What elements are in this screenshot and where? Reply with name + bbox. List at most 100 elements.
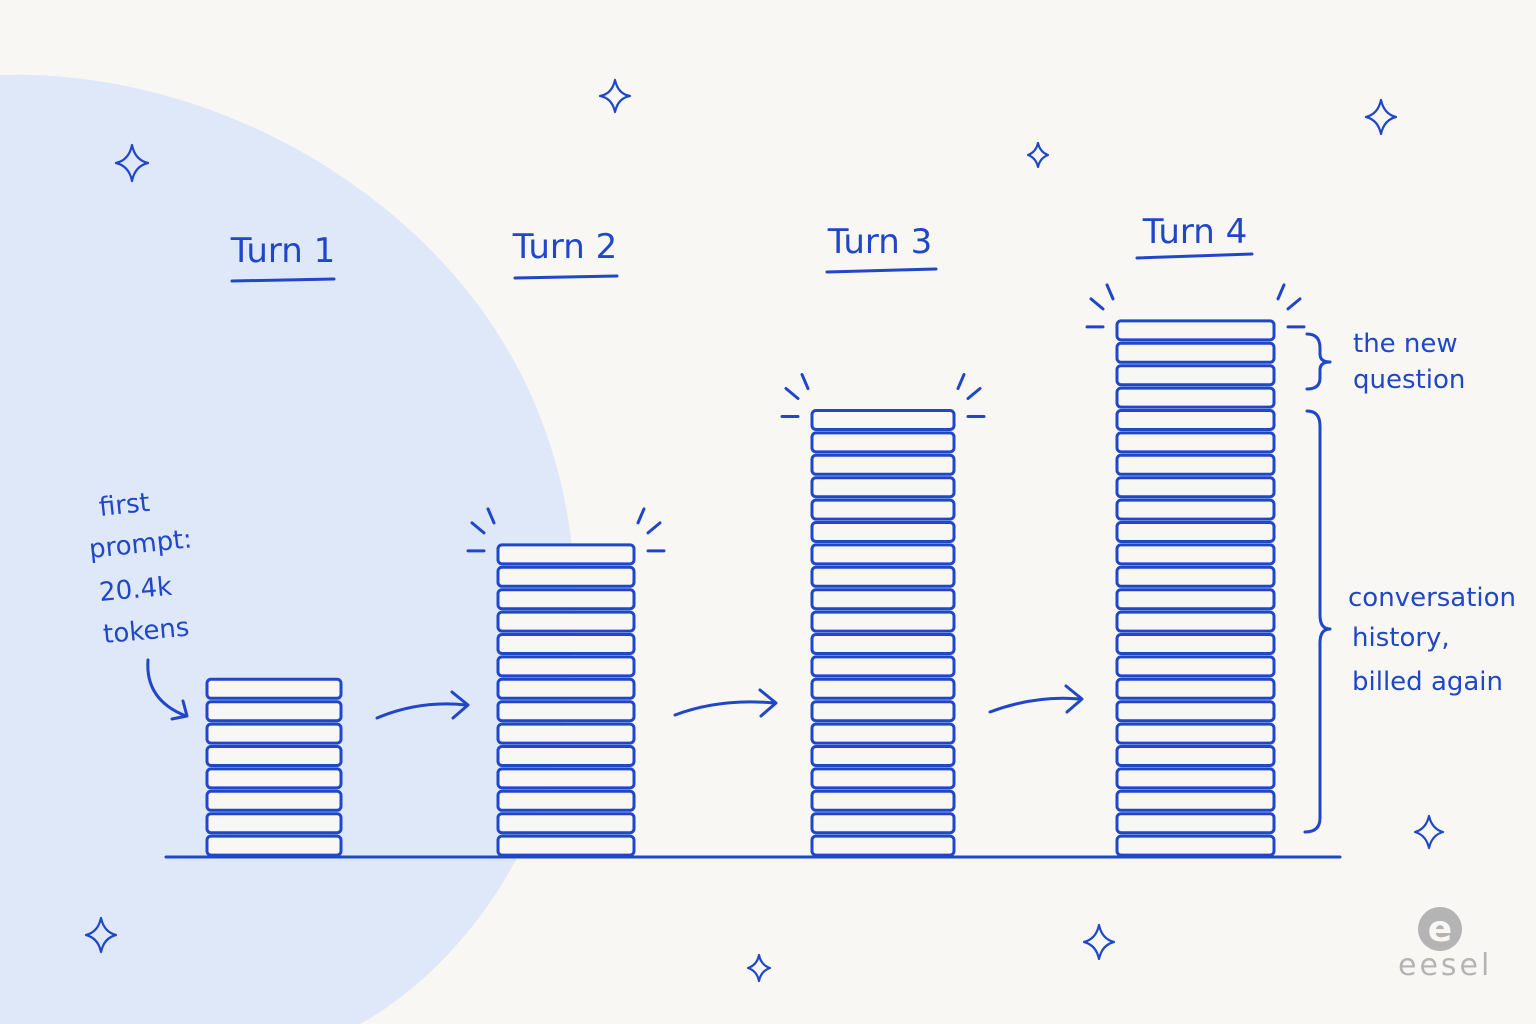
burst-line bbox=[1286, 297, 1302, 311]
token-block bbox=[496, 565, 636, 588]
token-block bbox=[810, 789, 956, 812]
token-block bbox=[205, 812, 343, 835]
token-block bbox=[205, 722, 343, 745]
burst-lines-icon bbox=[1085, 283, 1306, 329]
token-block bbox=[1115, 431, 1276, 454]
first-prompt-annotation: first prompt: 20.4k tokens bbox=[88, 488, 193, 721]
burst-line bbox=[966, 387, 982, 400]
sparkle-icon bbox=[84, 916, 118, 954]
first-prompt-line-4: tokens bbox=[102, 613, 191, 650]
turn-labels: Turn 1 Turn 2 Turn 3 Turn 4 bbox=[230, 212, 1254, 283]
sparkle-icon bbox=[746, 953, 772, 983]
token-block bbox=[1115, 409, 1276, 431]
new-question-line-1: the new bbox=[1353, 329, 1458, 359]
turn-2-label: Turn 2 bbox=[512, 227, 618, 267]
token-block bbox=[810, 834, 956, 857]
token-block bbox=[205, 677, 343, 700]
token-block bbox=[1115, 565, 1276, 588]
burst-line bbox=[1105, 283, 1115, 301]
turn-4-underline bbox=[1135, 252, 1254, 260]
token-block bbox=[496, 677, 636, 700]
token-block bbox=[810, 565, 956, 588]
token-block bbox=[205, 700, 343, 723]
sparkle-icon bbox=[598, 78, 632, 114]
sparkle-icon bbox=[1026, 141, 1050, 169]
token-block bbox=[810, 453, 956, 476]
burst-line bbox=[470, 521, 486, 535]
token-block bbox=[810, 677, 956, 700]
turn-4-stack bbox=[1085, 283, 1306, 857]
sparkle-icon bbox=[114, 143, 150, 183]
eesel-logo: e bbox=[1418, 907, 1462, 951]
token-block bbox=[810, 812, 956, 835]
token-block bbox=[1115, 700, 1276, 723]
sparkle-icon bbox=[1082, 923, 1116, 961]
token-block bbox=[1115, 789, 1276, 812]
eesel-logo-letter: e bbox=[1428, 909, 1452, 950]
token-block bbox=[1115, 655, 1276, 678]
token-block bbox=[496, 834, 636, 857]
token-block bbox=[810, 476, 956, 499]
token-block bbox=[1115, 745, 1276, 767]
turn-2-stack bbox=[466, 507, 666, 857]
turn-3-underline bbox=[825, 267, 938, 274]
token-block bbox=[1115, 722, 1276, 745]
token-block bbox=[1115, 364, 1276, 387]
burst-line bbox=[1276, 283, 1286, 301]
token-block bbox=[810, 521, 956, 543]
token-block bbox=[1115, 610, 1276, 633]
arrow-icon bbox=[988, 684, 1084, 714]
turn-2-underline bbox=[513, 274, 619, 280]
token-block bbox=[496, 722, 636, 745]
token-block bbox=[1115, 633, 1276, 655]
token-block bbox=[1115, 812, 1276, 835]
new-question-line-2: question bbox=[1353, 365, 1465, 395]
token-block bbox=[810, 431, 956, 454]
token-block bbox=[496, 812, 636, 835]
burst-line bbox=[486, 507, 496, 525]
background-blob bbox=[0, 74, 576, 1024]
token-block bbox=[205, 789, 343, 812]
token-block bbox=[1115, 521, 1276, 543]
arrow-icon bbox=[375, 690, 470, 720]
sparkle-icon bbox=[1413, 814, 1445, 850]
token-block bbox=[496, 745, 636, 767]
token-block bbox=[1115, 386, 1276, 409]
token-block bbox=[496, 588, 636, 611]
burst-lines-icon bbox=[780, 373, 986, 418]
burst-line bbox=[956, 373, 966, 390]
token-block bbox=[496, 700, 636, 723]
burst-line bbox=[800, 373, 810, 390]
new-question-annotation: the new question bbox=[1353, 329, 1465, 395]
arrow-icon bbox=[673, 688, 778, 718]
token-block bbox=[496, 767, 636, 790]
token-block bbox=[810, 655, 956, 678]
burst-line bbox=[1089, 297, 1105, 311]
turn-3-stack bbox=[780, 373, 986, 857]
token-block bbox=[810, 767, 956, 790]
history-line-3: billed again bbox=[1352, 667, 1503, 697]
token-block bbox=[810, 722, 956, 745]
token-block bbox=[1115, 341, 1276, 364]
token-block bbox=[810, 745, 956, 767]
token-block bbox=[1115, 543, 1276, 566]
brace-icon bbox=[1303, 409, 1332, 834]
token-block bbox=[810, 543, 956, 566]
burst-line bbox=[646, 521, 662, 535]
token-block bbox=[205, 834, 343, 857]
token-block bbox=[810, 409, 956, 431]
braces bbox=[1303, 332, 1332, 834]
arrow-icon bbox=[146, 658, 189, 721]
arrows bbox=[375, 684, 1084, 720]
token-block bbox=[1115, 319, 1276, 342]
turn-1-underline bbox=[230, 277, 336, 283]
token-block bbox=[205, 767, 343, 790]
token-block bbox=[810, 610, 956, 633]
token-block bbox=[1115, 498, 1276, 521]
history-line-1: conversation bbox=[1348, 583, 1516, 613]
brace-icon bbox=[1305, 332, 1332, 391]
sparkles bbox=[84, 78, 1445, 983]
burst-line bbox=[636, 507, 646, 525]
turn-1-stack bbox=[205, 677, 343, 857]
